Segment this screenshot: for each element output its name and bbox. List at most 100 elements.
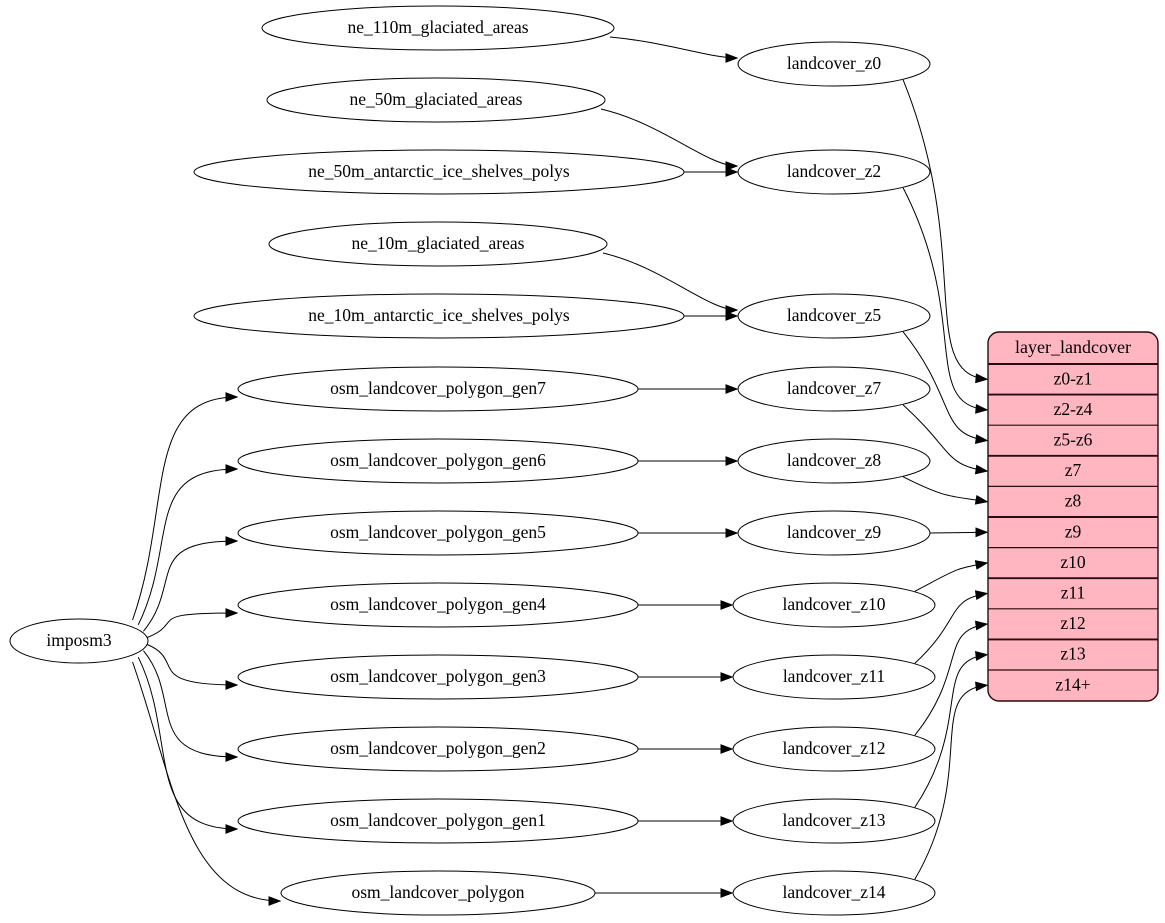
table-row-z0-z1[interactable]: z0-z1 [1054, 368, 1093, 388]
node-label: landcover_z7 [787, 378, 882, 398]
table-row-z2-z4[interactable]: z2-z4 [1054, 399, 1093, 419]
node-landcover_z13[interactable]: landcover_z13 [732, 798, 936, 844]
node-label: osm_landcover_polygon_gen4 [330, 594, 546, 614]
node-ne_50m_glaciated_areas[interactable]: ne_50m_glaciated_areas [266, 77, 606, 123]
node-label: landcover_z5 [787, 305, 882, 325]
node-osm_landcover_polygon_gen3[interactable]: osm_landcover_polygon_gen3 [237, 654, 639, 700]
node-shape [737, 149, 931, 195]
node-shape [193, 293, 685, 339]
edge-ne_50m_glaciated_areas-to-landcover_z2 [600, 108, 739, 171]
table-row-z9[interactable]: z9 [1065, 521, 1082, 541]
table-row-z12[interactable]: z12 [1060, 613, 1085, 633]
edge-arrowhead [974, 560, 989, 570]
table-row-z7[interactable]: z7 [1065, 460, 1082, 480]
node-label: ne_50m_glaciated_areas [350, 89, 523, 109]
edge-arrowhead [720, 816, 734, 826]
node-shape [737, 293, 931, 339]
edge-arrowhead [225, 464, 239, 474]
node-label: osm_landcover_polygon_gen7 [330, 378, 546, 398]
edge-imposm3-to-osm_landcover_polygon [132, 661, 282, 906]
node-shape [737, 510, 931, 556]
node-label: landcover_z11 [783, 666, 885, 686]
edge-ne_10m_glaciated_areas-to-landcover_z5 [602, 252, 739, 315]
node-osm_landcover_polygon_gen6[interactable]: osm_landcover_polygon_gen6 [237, 438, 639, 484]
edge-osm_landcover_polygon_gen5-to-landcover_z9 [638, 528, 739, 538]
edge-ne_110m_glaciated_areas-to-landcover_z0 [609, 36, 739, 63]
edge-arrowhead [725, 53, 739, 63]
node-osm_landcover_polygon_gen5[interactable]: osm_landcover_polygon_gen5 [237, 510, 639, 556]
node-osm_landcover_polygon_gen4[interactable]: osm_landcover_polygon_gen4 [237, 582, 639, 628]
node-landcover_z5[interactable]: landcover_z5 [737, 293, 931, 339]
edge-line [914, 654, 988, 808]
node-shape [280, 870, 596, 916]
table-row-z5-z6[interactable]: z5-z6 [1054, 430, 1093, 450]
node-landcover_z0[interactable]: landcover_z0 [737, 41, 931, 87]
node-ne_110m_glaciated_areas[interactable]: ne_110m_glaciated_areas [261, 5, 615, 51]
edge-landcover_z12-to-row-z12 [914, 620, 989, 736]
edge-line [902, 79, 988, 380]
edge-arrowhead [268, 896, 282, 906]
table-row-z14+[interactable]: z14+ [1055, 674, 1090, 694]
node-label: osm_landcover_polygon [351, 882, 524, 902]
node-label: landcover_z2 [787, 161, 881, 181]
node-landcover_z9[interactable]: landcover_z9 [737, 510, 931, 556]
node-label: osm_landcover_polygon_gen2 [330, 738, 546, 758]
node-shape [266, 77, 606, 123]
node-osm_landcover_polygon_gen7[interactable]: osm_landcover_polygon_gen7 [237, 366, 639, 412]
edge-imposm3-to-osm_landcover_polygon_gen7 [132, 392, 239, 621]
table-row-z10[interactable]: z10 [1060, 552, 1086, 572]
node-shape [237, 582, 639, 628]
node-label: landcover_z14 [782, 882, 885, 902]
node-landcover_z11[interactable]: landcover_z11 [732, 654, 936, 700]
node-ne_50m_antarctic_ice_shelves_polys[interactable]: ne_50m_antarctic_ice_shelves_polys [193, 149, 685, 195]
edge-landcover_z5-to-row-z5-z6 [902, 331, 989, 444]
edge-landcover_z13-to-row-z13 [914, 651, 989, 808]
edge-line [902, 404, 988, 472]
node-osm_landcover_polygon_gen1[interactable]: osm_landcover_polygon_gen1 [237, 798, 639, 844]
node-ne_10m_antarctic_ice_shelves_polys[interactable]: ne_10m_antarctic_ice_shelves_polys [193, 293, 685, 339]
edges-layer [132, 36, 989, 906]
edge-landcover_z9-to-row-z9 [929, 527, 989, 538]
edge-arrowhead [225, 392, 239, 402]
edge-landcover_z7-to-row-z7 [902, 404, 989, 475]
edge-line [143, 650, 238, 758]
edge-landcover_z0-to-row-z0-z1 [902, 79, 989, 384]
node-landcover_z7[interactable]: landcover_z7 [737, 366, 931, 412]
edge-line [132, 396, 238, 621]
edge-arrowhead [974, 620, 989, 631]
edge-landcover_z14-to-row-z14+ [914, 681, 989, 880]
node-shape [737, 366, 931, 412]
layer-landcover-table: layer_landcoverz0-z1z2-z4z5-z6z7z8z9z10z… [987, 331, 1159, 702]
node-label: ne_110m_glaciated_areas [347, 17, 528, 37]
node-label: ne_50m_antarctic_ice_shelves_polys [308, 161, 570, 181]
edge-line [137, 656, 238, 830]
edge-osm_landcover_polygon_gen4-to-landcover_z10 [638, 600, 734, 610]
node-label: osm_landcover_polygon_gen6 [330, 450, 546, 470]
edge-osm_landcover_polygon_gen7-to-landcover_z7 [638, 384, 739, 394]
table-row-z13[interactable]: z13 [1060, 644, 1086, 664]
edge-arrowhead [725, 305, 739, 315]
node-osm_landcover_polygon_gen2[interactable]: osm_landcover_polygon_gen2 [237, 726, 639, 772]
edge-arrowhead [225, 752, 239, 762]
node-landcover_z12[interactable]: landcover_z12 [732, 726, 936, 772]
node-landcover_z14[interactable]: landcover_z14 [732, 870, 936, 916]
edge-imposm3-to-osm_landcover_polygon_gen6 [137, 464, 239, 626]
edge-line [137, 468, 238, 626]
edge-osm_landcover_polygon_gen6-to-landcover_z8 [638, 456, 739, 466]
edge-arrowhead [725, 161, 739, 171]
node-imposm3[interactable]: imposm3 [9, 618, 149, 664]
node-landcover_z10[interactable]: landcover_z10 [732, 582, 936, 628]
edge-line [132, 661, 281, 902]
table-row-z8[interactable]: z8 [1065, 491, 1082, 511]
node-osm_landcover_polygon[interactable]: osm_landcover_polygon [280, 870, 596, 916]
node-shape [732, 726, 936, 772]
table-row-z11[interactable]: z11 [1061, 583, 1086, 603]
node-landcover_z8[interactable]: landcover_z8 [737, 438, 931, 484]
node-shape [737, 438, 931, 484]
edge-line [146, 643, 238, 686]
node-landcover_z2[interactable]: landcover_z2 [737, 149, 931, 195]
node-ne_10m_glaciated_areas[interactable]: ne_10m_glaciated_areas [268, 221, 608, 267]
edge-arrowhead [725, 456, 739, 466]
edge-line [902, 331, 988, 441]
